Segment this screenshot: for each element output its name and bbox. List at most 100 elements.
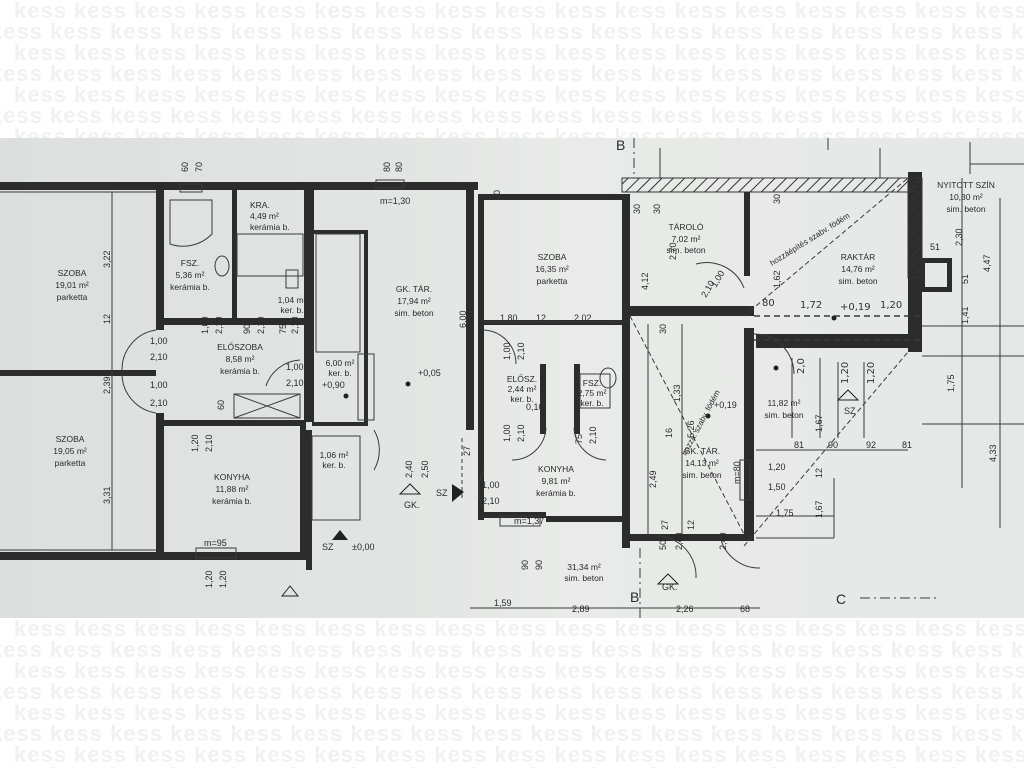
- room-floor: parketta: [537, 276, 568, 286]
- dim-label: 6,00: [458, 310, 468, 328]
- dim-label: 92: [866, 440, 876, 450]
- dim-label: 2,02: [574, 313, 592, 323]
- dim-label: 2,10: [516, 342, 526, 360]
- dim-label: 1,00: [286, 362, 304, 372]
- dim-label: 80: [394, 162, 404, 172]
- dim-label: SZ: [844, 406, 856, 416]
- bathtub: [169, 199, 213, 247]
- dim-label: 51: [960, 274, 970, 284]
- dim-label: 80: [382, 162, 392, 172]
- watermark-text: kess kess kess kess kess kess kess kess …: [14, 40, 1024, 65]
- wall: [312, 422, 368, 426]
- dim-label: 4,12: [640, 272, 650, 290]
- room-floor: sim. beton: [838, 276, 877, 286]
- room-area: 7,02 m²: [672, 234, 701, 244]
- dim-label: SZ: [322, 542, 334, 552]
- toilet: [285, 269, 299, 289]
- room-area: 9,81 m²: [542, 476, 571, 486]
- line: [233, 393, 301, 419]
- room-area: 11,88 m²: [216, 484, 249, 494]
- dim-label: 12: [536, 313, 546, 323]
- room-floor: ker. b.: [510, 394, 533, 404]
- dim-label: 2,10: [204, 434, 214, 452]
- level-markers: +0,05 +0,90 ±0,00 +0,19 +0,19: [280, 302, 871, 597]
- dim-label: 2,40: [718, 532, 728, 550]
- room-labels: SZOBA 19,01 m² parketta SZOBA 19,05 m² p…: [53, 180, 995, 583]
- room-area: 1,06 m²: [320, 450, 349, 460]
- room-area: 17,94 m²: [397, 296, 431, 306]
- room-floor: sim. beton: [946, 204, 985, 214]
- section-mark: B: [616, 138, 625, 153]
- window: [499, 515, 541, 527]
- dim-label: 1,00: [200, 316, 210, 334]
- wall: [478, 194, 484, 520]
- hatched-wall: [621, 177, 923, 193]
- diagonal: [743, 351, 909, 547]
- dim-label: 1,59: [494, 598, 512, 608]
- dim-label: SZ: [436, 488, 448, 498]
- dim-label: 1,67: [814, 500, 824, 518]
- dim-label: 5,26: [686, 420, 696, 438]
- room-floor: sim. beton: [666, 245, 705, 255]
- section-mark: B: [630, 589, 639, 605]
- dim-label: 12: [814, 468, 824, 478]
- dim-label: 60: [216, 400, 226, 410]
- dim-label: 2,40: [404, 460, 414, 478]
- room-floor: sim. beton: [394, 308, 433, 318]
- door-swing: [121, 329, 157, 371]
- sink: [214, 255, 230, 277]
- dim-label: GK.: [662, 582, 678, 592]
- dim-label: 75: [278, 324, 288, 334]
- dim-label: 1,75: [946, 374, 956, 392]
- watermark-text: kess kess kess kess kess kess kess kess …: [14, 0, 1024, 23]
- dim-label: 75: [574, 434, 584, 444]
- dim-label: 30: [652, 204, 662, 214]
- door-swing: [573, 427, 607, 461]
- door-swing: [373, 429, 380, 471]
- watermark-text: kess kess kess kess kess kess kess kess …: [0, 679, 1024, 704]
- dim-label: m=80: [732, 461, 742, 484]
- hatched-wall: [907, 177, 923, 279]
- watermark-text: kess kess kess kess kess kess kess kess …: [0, 765, 1024, 768]
- room-floor: kerámia b.: [536, 488, 576, 498]
- dim-label: 12: [686, 520, 696, 530]
- wall: [156, 190, 164, 330]
- wall: [630, 306, 754, 316]
- door-swing: [511, 427, 547, 461]
- shower: [579, 373, 611, 409]
- annotation: hozzáépítés szabv. födém: [768, 211, 851, 268]
- room-area: 19,05 m²: [53, 446, 87, 456]
- room-floor: sim. beton: [764, 410, 803, 420]
- dim-label: 1,00: [502, 424, 512, 442]
- room-floor: kerámia b.: [220, 366, 260, 376]
- room-floor: kerámia b.: [170, 282, 210, 292]
- dim-label: 2,50: [420, 460, 430, 478]
- dim-label: 81: [794, 440, 804, 450]
- dim-label: 1,00: [482, 480, 500, 490]
- level-marker: +0,90: [322, 380, 345, 390]
- room-name: TÁROLÓ: [669, 222, 704, 232]
- dim-label: 16: [664, 428, 674, 438]
- room-floor: ker. b.: [322, 460, 345, 470]
- level-marker: ±0,00: [352, 542, 374, 552]
- dim-label: 2,89: [572, 604, 590, 614]
- dim-label: 51: [930, 242, 940, 252]
- wall: [164, 420, 304, 426]
- watermark-bottom: kess kess kess kess kess kess kess kess …: [0, 618, 1024, 768]
- room-area: 8,58 m²: [226, 354, 255, 364]
- stairs: [311, 435, 361, 521]
- dim-label: 1,20: [190, 434, 200, 452]
- level-dot: [343, 393, 349, 399]
- room-floor: sim. beton: [682, 470, 721, 480]
- room-area: 5,36 m²: [176, 270, 205, 280]
- dim-label: 12: [102, 314, 112, 324]
- stairs: [236, 233, 304, 277]
- wall: [622, 194, 630, 548]
- room-name: SZOBA: [56, 434, 85, 444]
- dim-label: 2,26: [676, 604, 694, 614]
- dim-label: 1,62: [772, 270, 782, 288]
- level-dot: [831, 315, 837, 321]
- watermark-text: kess kess kess kess kess kess kess kess …: [14, 124, 1024, 139]
- room-floor: parketta: [55, 458, 86, 468]
- dim-label: 68: [740, 604, 750, 614]
